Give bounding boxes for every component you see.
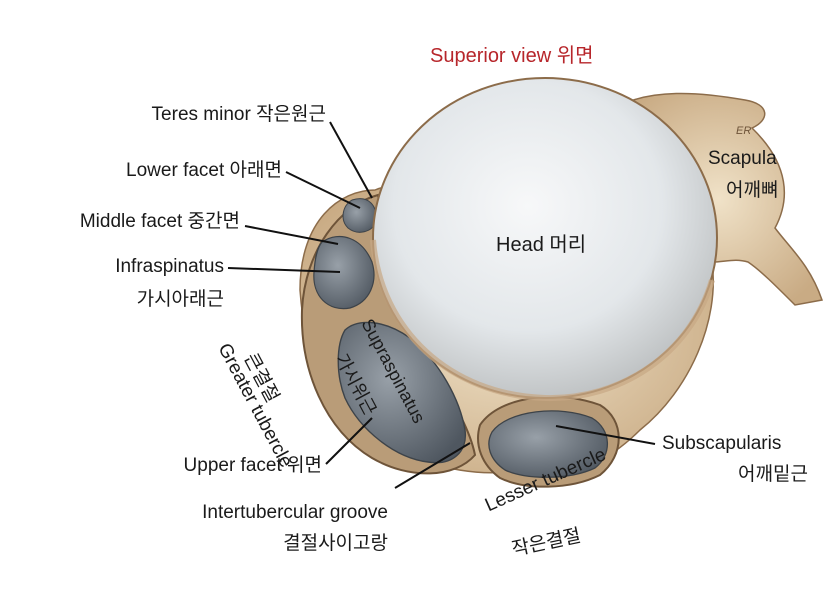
- label-teres-minor: Teres minor 작은원근: [151, 104, 326, 125]
- leader-infraspinatus: [227, 267, 341, 273]
- leader-middle-facet: [244, 225, 339, 245]
- leader-lower-facet: [285, 171, 361, 209]
- label-infraspinatus: Infraspinatus: [115, 256, 224, 277]
- label-scapula: Scapula: [708, 148, 777, 169]
- head-rim: [370, 239, 715, 402]
- teres-minor-tendon: [342, 198, 377, 233]
- infraspinatus-tendon: [313, 235, 375, 310]
- diagram-title: Superior view 위면: [430, 45, 594, 67]
- subscapularis-tendon: [488, 410, 608, 478]
- label-infraspinatus-kr: 가시아래근: [136, 289, 224, 310]
- label-upper-facet: Upper facet 위면: [183, 455, 322, 476]
- label-intertubercular-groove: Intertubercular groove: [202, 502, 388, 523]
- label-scapula-kr: 어깨뼈: [726, 180, 779, 201]
- label-lower-facet: Lower facet 아래면: [126, 160, 282, 181]
- leader-subscapularis: [555, 425, 656, 445]
- leader-intertubercular-groove: [394, 442, 471, 489]
- er-mark: ER: [736, 125, 752, 137]
- label-middle-facet: Middle facet 중간면: [79, 211, 240, 232]
- label-intertubercular-groove-kr: 결절사이고랑: [283, 533, 388, 554]
- label-head: Head 머리: [496, 234, 587, 256]
- label-subscapularis: Subscapularis: [662, 433, 782, 454]
- leader-lines: [227, 121, 656, 489]
- leader-teres-minor: [329, 121, 373, 199]
- leader-upper-facet: [325, 417, 373, 465]
- label-subscapularis-kr: 어깨밑근: [738, 464, 808, 485]
